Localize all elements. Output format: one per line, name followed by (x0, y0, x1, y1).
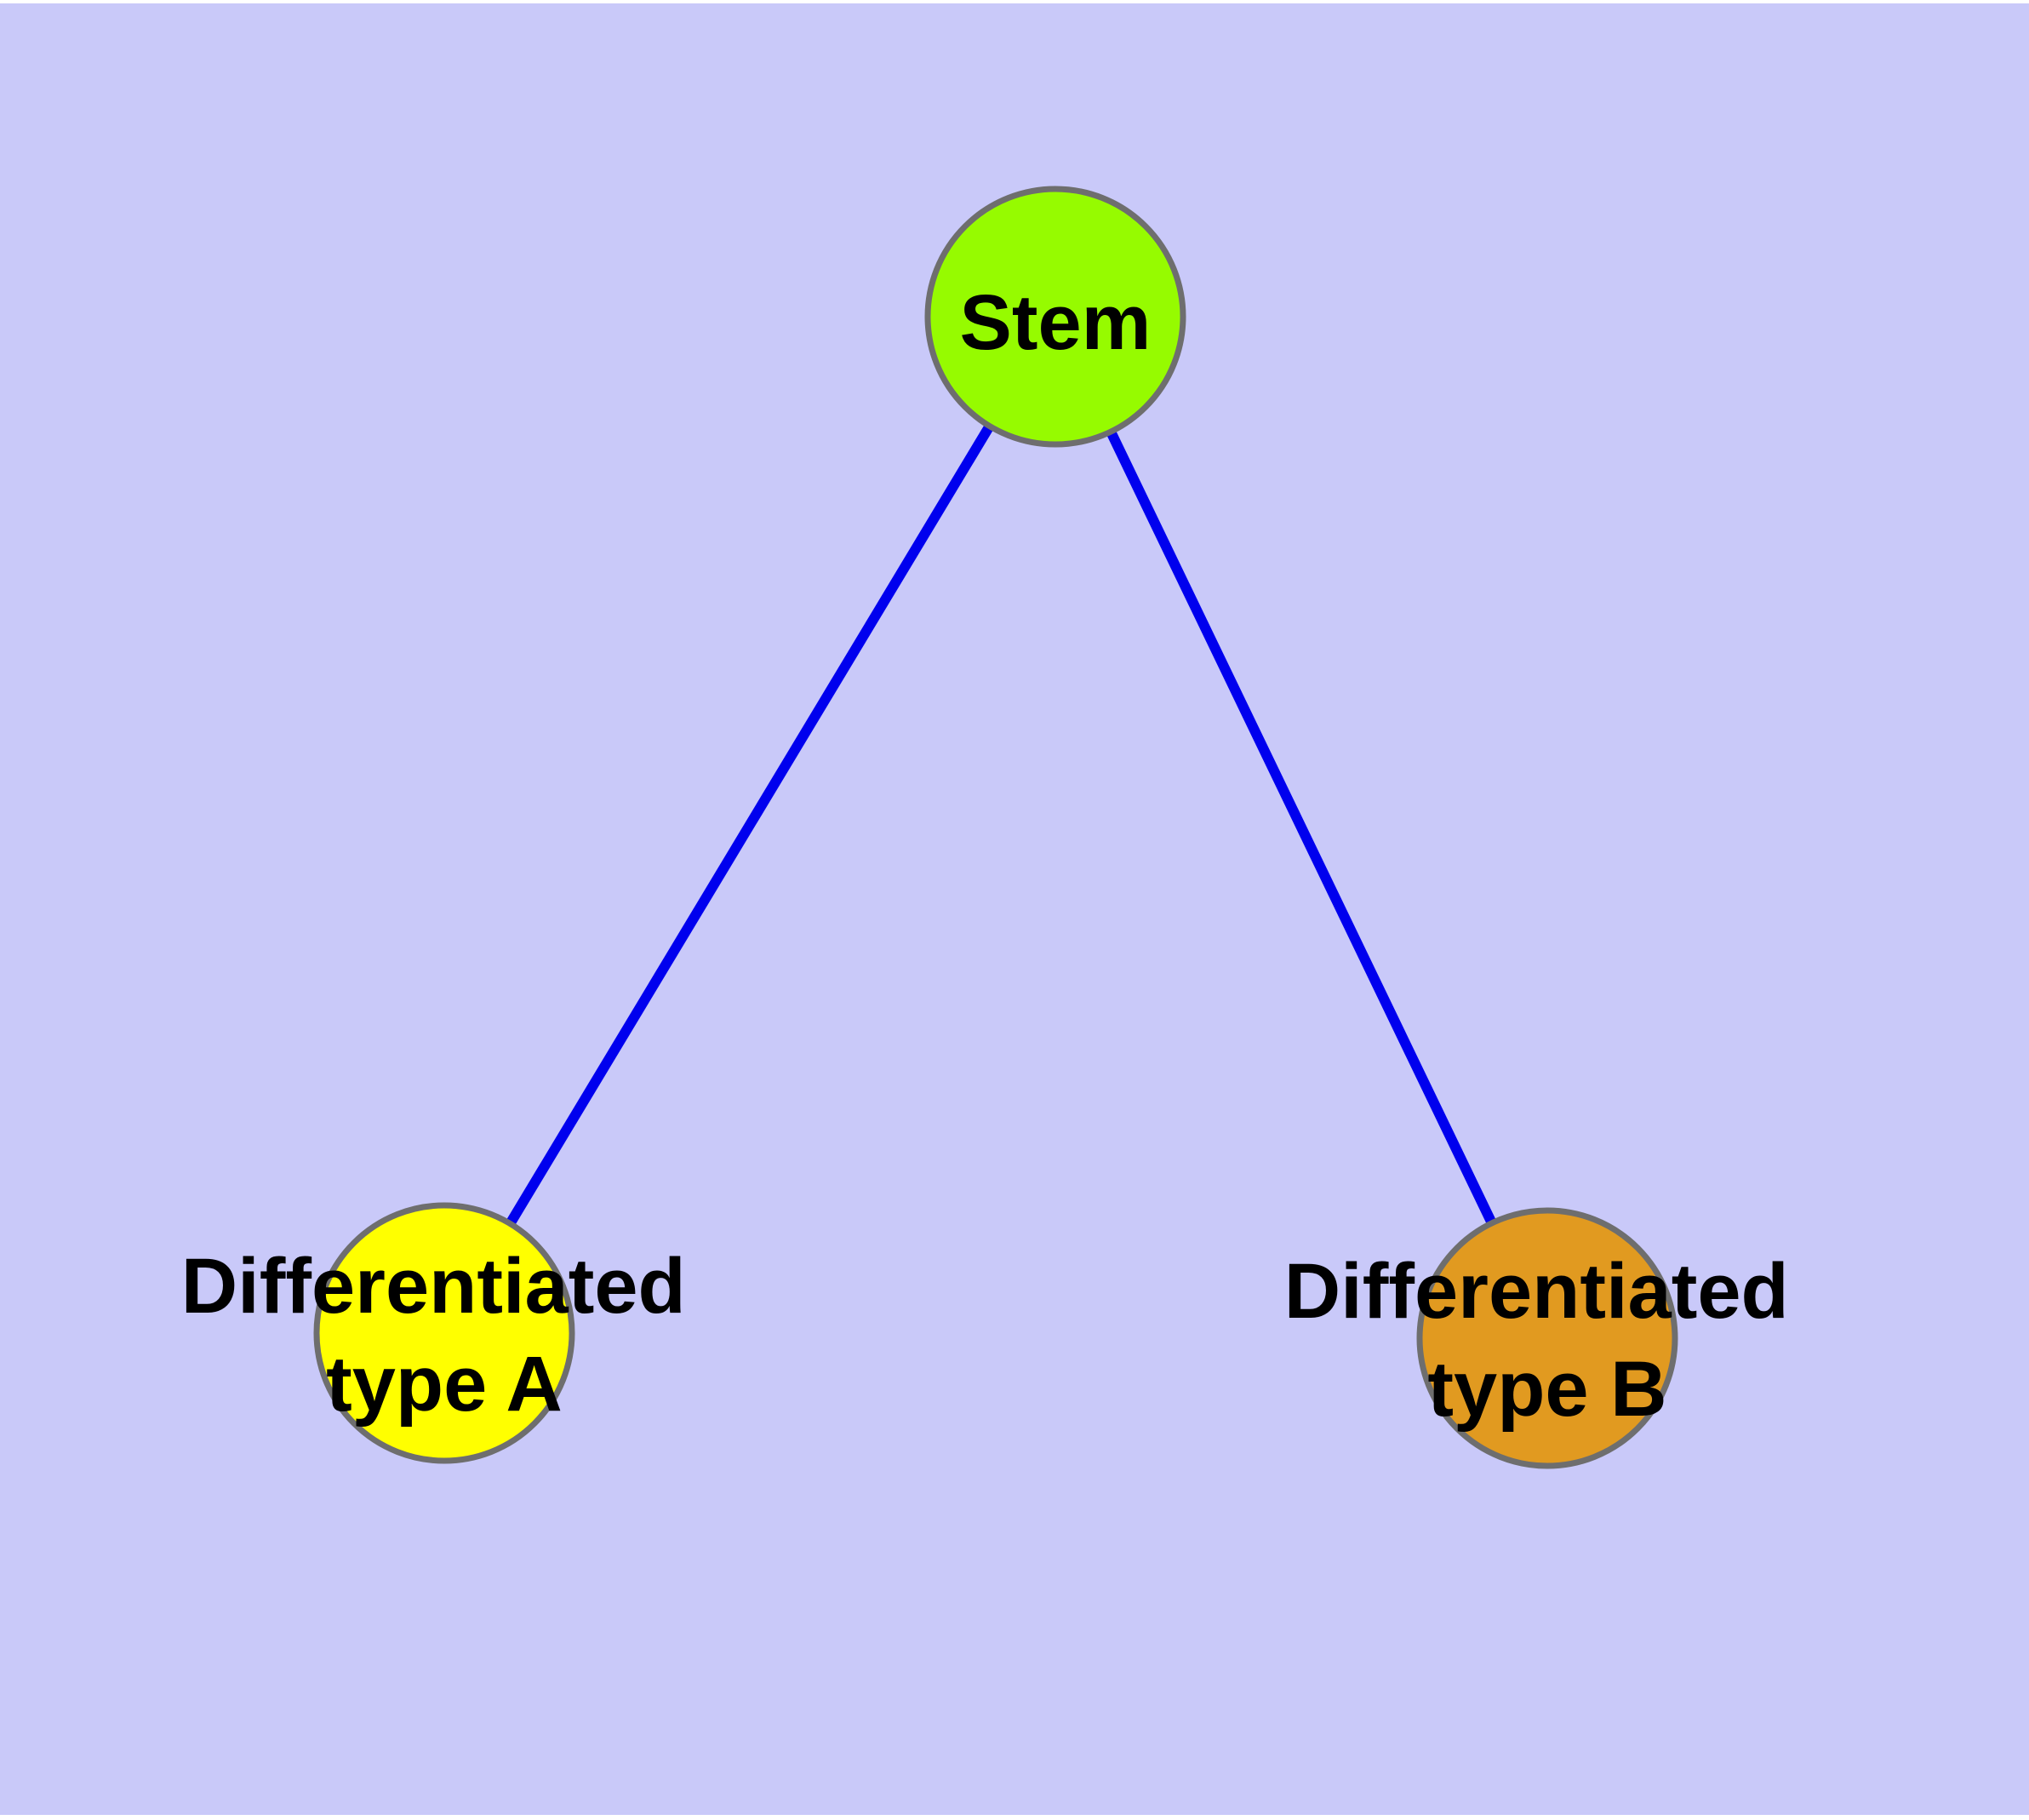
node-type-a-label-line1: Differentiated (181, 1243, 686, 1330)
node-type-b-label-line1: Differentiated (1284, 1248, 1789, 1335)
node-type-b-label: Differentiated type B (1284, 1248, 1811, 1433)
node-type-a-circle (313, 1202, 575, 1464)
node-stem: Stem (924, 186, 1186, 448)
node-type-b-circle (1416, 1207, 1678, 1469)
node-type-b-label-line2: type B (1427, 1346, 1666, 1433)
node-stem-circle (924, 186, 1186, 448)
node-type-a-label: Differentiated type A (181, 1243, 708, 1428)
node-stem-label: Stem (960, 279, 1152, 366)
node-type-b: Differentiated type B (1284, 1207, 1811, 1469)
node-type-a-label-line2: type A (326, 1341, 563, 1428)
edge-layer (439, 313, 1552, 1341)
edge-stem-to-type-a (439, 313, 1060, 1336)
edge-stem-to-type-b (1050, 314, 1552, 1341)
node-type-a: Differentiated type A (181, 1202, 708, 1464)
